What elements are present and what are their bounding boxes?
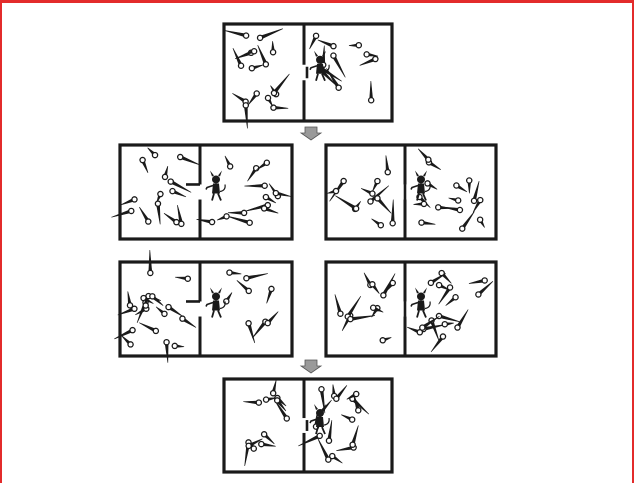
arrow-down-icon (301, 127, 321, 140)
chamber-panel-low-left (114, 250, 292, 363)
chamber-panel-top (224, 24, 392, 128)
chamber-panel-mid-right (326, 145, 496, 239)
chamber-panel-low-right (326, 262, 496, 356)
chamber-panel-mid-left (111, 145, 292, 239)
arrow-down-icon (301, 360, 321, 373)
chamber-panel-bottom (224, 379, 392, 472)
